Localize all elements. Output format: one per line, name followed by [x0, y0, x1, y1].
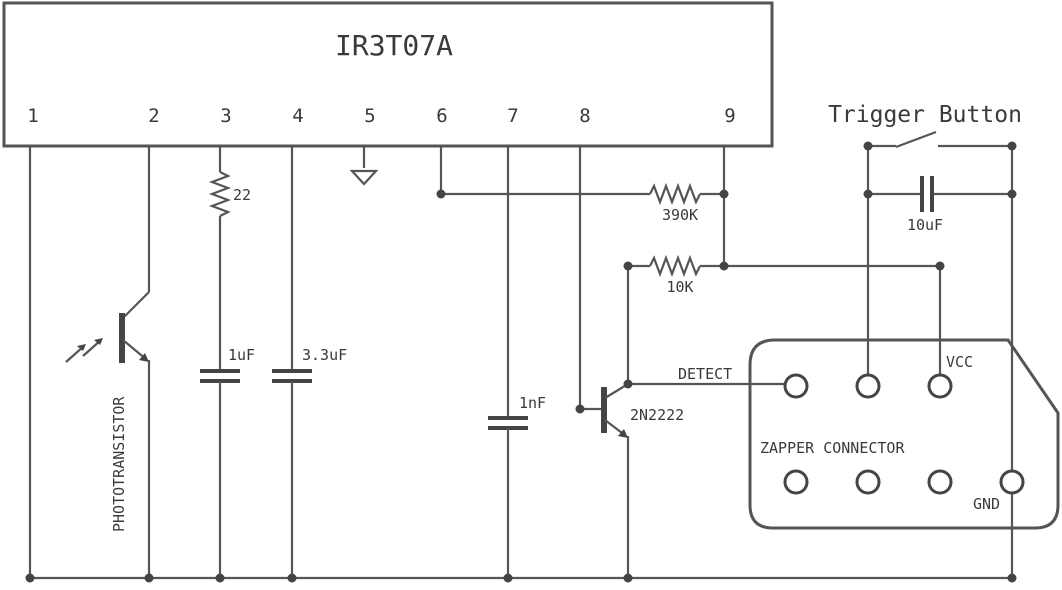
connector-pin — [927, 469, 953, 495]
junction-dot — [623, 261, 633, 271]
capacitor-1uf-label: 1uF — [228, 346, 255, 364]
zapper-connector: VCC ZAPPER CONNECTOR GND — [748, 338, 1060, 530]
capacitor-3-3uf-label: 3.3uF — [302, 346, 347, 364]
emitter-arrow-icon — [139, 353, 149, 362]
transistor-2n2222: 2N2222 DETECT — [601, 266, 784, 578]
trigger-button-label: Trigger Button — [828, 102, 1022, 128]
light-arrow-icon — [77, 344, 86, 351]
connector-outline — [748, 338, 1060, 530]
pin-label-4: 4 — [292, 105, 303, 127]
connector-pin — [855, 469, 881, 495]
junction-dot — [719, 261, 729, 271]
pin7-network: 1nF — [488, 146, 546, 578]
resistor-10k-network: 10K — [628, 254, 940, 296]
pin8-network — [578, 146, 603, 411]
resistor-390k-label: 390K — [662, 206, 698, 224]
pin-label-9: 9 — [724, 105, 735, 127]
pin-label-8: 8 — [579, 105, 590, 127]
emitter-arrow-icon — [618, 429, 628, 438]
phototransistor-collector — [122, 291, 150, 319]
phototransistor-label: PHOTOTRANSISTOR — [110, 396, 128, 532]
resistor-22-label: 22 — [233, 186, 251, 204]
junction-dot — [863, 141, 873, 151]
connector-pin-gnd — [999, 469, 1025, 495]
junction-dot — [503, 573, 513, 583]
transistor-label: 2N2222 — [630, 406, 684, 424]
resistor-390k — [649, 182, 701, 206]
pin-label-5: 5 — [364, 105, 375, 127]
pin3-network: 22 1uF — [200, 146, 255, 578]
pin-label-6: 6 — [436, 105, 447, 127]
junction-dot — [935, 261, 945, 271]
connector-pin-vcc — [927, 373, 953, 399]
connector-pin-trigger — [855, 373, 881, 399]
junction-dot — [623, 573, 633, 583]
junction-dot — [863, 189, 873, 199]
detect-label: DETECT — [678, 365, 732, 383]
junction-dot — [1007, 573, 1017, 583]
pin-label-7: 7 — [507, 105, 518, 127]
junction-dot — [287, 573, 297, 583]
pin-label-2: 2 — [148, 105, 159, 127]
junction-dot — [25, 573, 35, 583]
connector-label: ZAPPER CONNECTOR — [760, 439, 905, 457]
light-arrow-icon — [94, 338, 103, 345]
connector-pin-detect — [783, 373, 809, 399]
connector-pin — [783, 469, 809, 495]
capacitor-1nf-label: 1nF — [519, 394, 546, 412]
ground-icon — [349, 169, 379, 186]
junctions — [25, 141, 1017, 583]
junction-dot — [575, 404, 585, 414]
junction-dot — [1007, 141, 1017, 151]
junction-dot — [1007, 189, 1017, 199]
junction-dot — [623, 379, 633, 389]
pin4-network: 3.3uF — [272, 146, 347, 578]
junction-dot — [436, 189, 446, 199]
phototransistor: PHOTOTRANSISTOR — [65, 146, 151, 578]
capacitor-10uf: 10uF — [868, 176, 1012, 234]
junction-dot — [144, 573, 154, 583]
capacitor-10uf-label: 10uF — [907, 216, 943, 234]
junction-dot — [215, 573, 225, 583]
junction-dot — [719, 189, 729, 199]
ic-ir3t07a: IR3T07A 1 2 3 4 5 6 7 8 9 — [2, 1, 774, 148]
resistor-10k-label: 10K — [666, 278, 693, 296]
pin5-ground — [349, 146, 379, 186]
pin6-network: 390K — [439, 146, 724, 224]
ic-body — [2, 1, 774, 148]
pin-label-1: 1 — [27, 105, 38, 127]
trigger-button-switch: Trigger Button — [828, 102, 1022, 149]
pin-label-3: 3 — [220, 105, 231, 127]
resistor-22 — [208, 171, 232, 217]
resistor-10k — [649, 254, 701, 278]
trigger-switch-lever — [895, 130, 937, 149]
ic-title: IR3T07A — [335, 29, 453, 62]
gnd-label: GND — [973, 495, 1000, 513]
vcc-label: VCC — [946, 353, 973, 371]
